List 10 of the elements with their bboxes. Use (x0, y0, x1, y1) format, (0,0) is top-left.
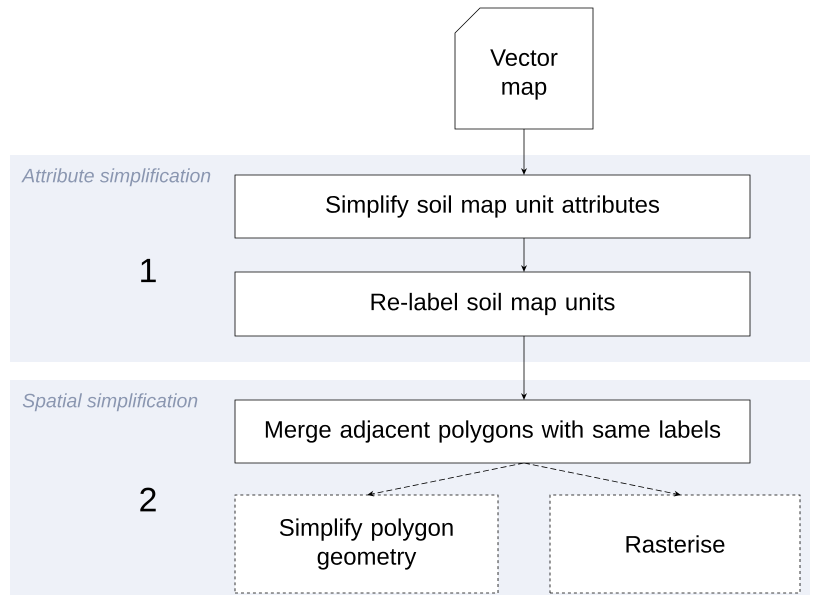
step-number: 1 (141, 258, 156, 282)
process-box: Rasterise (550, 494, 800, 594)
process-box: Re-label soil map units (234, 272, 750, 336)
process-box: Merge adjacent polygons with same labels (234, 400, 750, 464)
band-heading: Spatial simplification (22, 393, 198, 412)
process-box: Simplify polygon geometry (234, 494, 498, 594)
step-number: 2 (140, 488, 156, 512)
band-heading: Attribute simplification (21, 168, 210, 186)
document-box: Vector map (454, 8, 594, 130)
process-box: Simplify soil map unit attributes (234, 174, 750, 238)
